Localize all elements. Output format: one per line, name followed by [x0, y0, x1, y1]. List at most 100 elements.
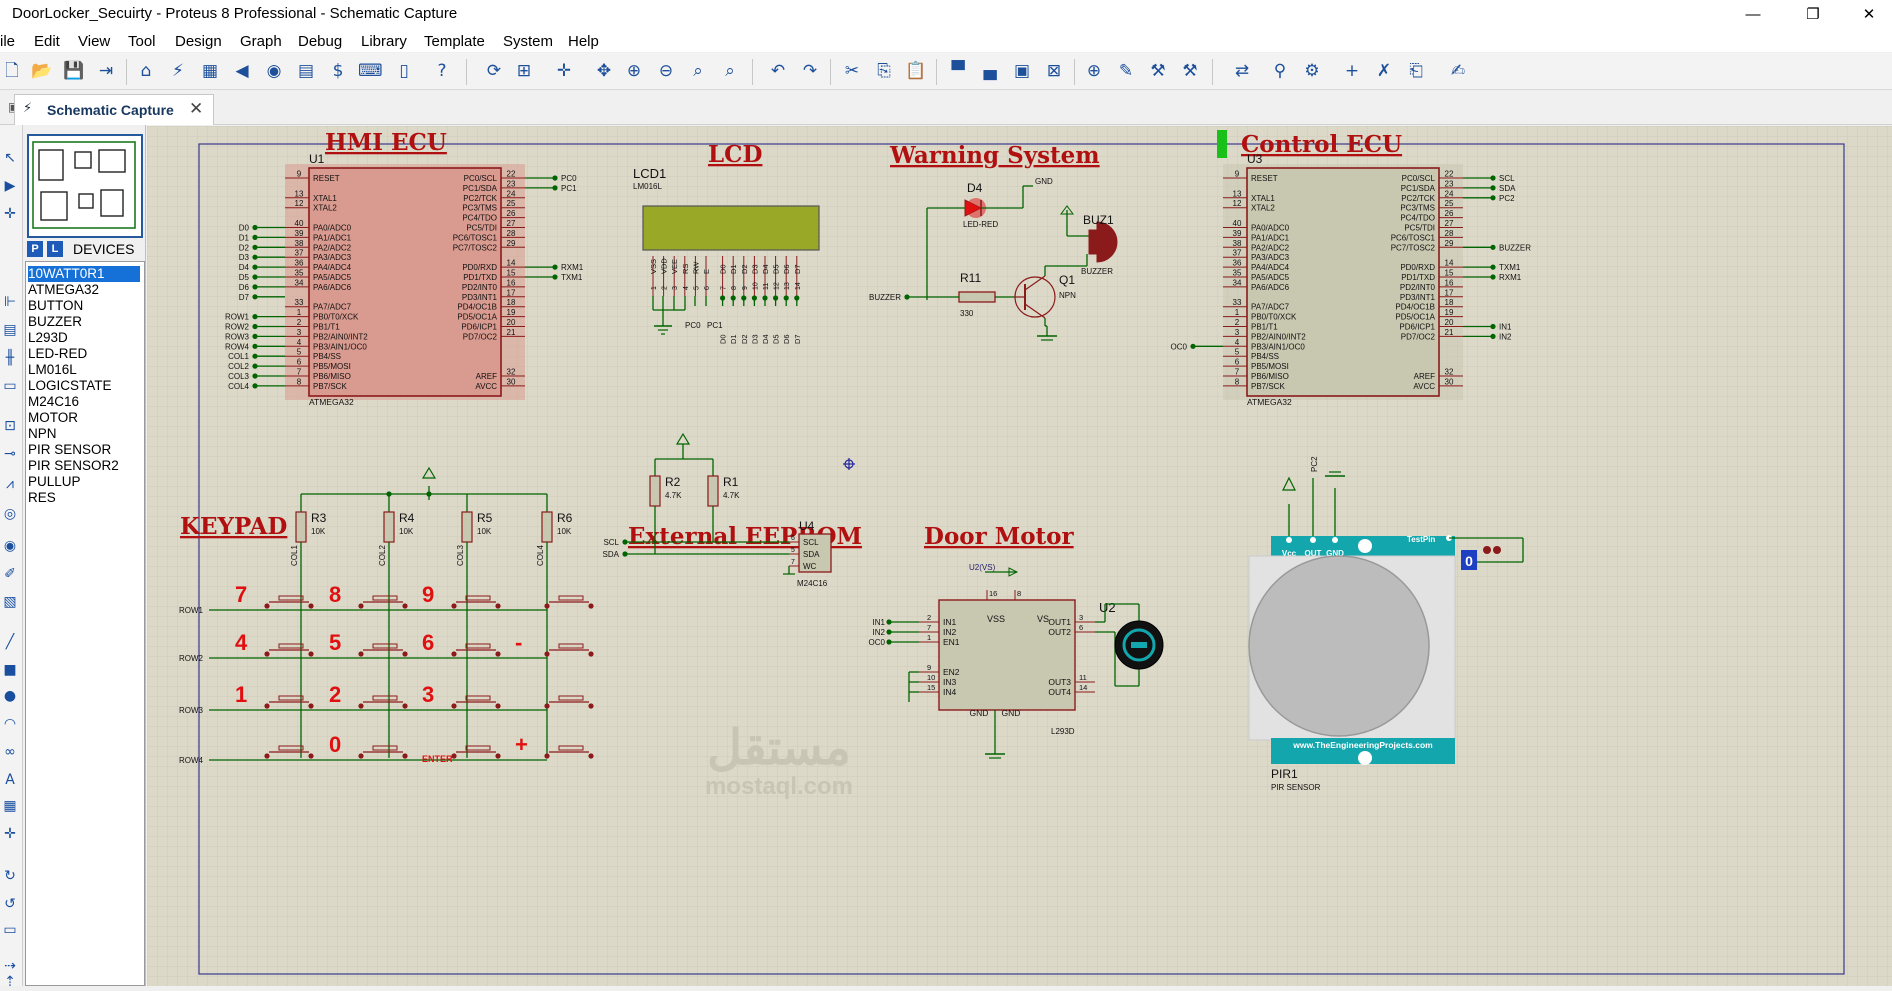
mirror-y-icon[interactable]: ⇡	[4, 974, 16, 990]
help-icon[interactable]: ?	[437, 61, 447, 81]
instrument-icon[interactable]: ▧	[3, 594, 17, 610]
new-sheet-icon[interactable]: +	[1344, 61, 1360, 81]
menu-template[interactable]: Template	[424, 33, 485, 50]
home-icon[interactable]: ⌂	[140, 61, 152, 81]
decompose-icon[interactable]: ⚒	[1182, 61, 1198, 81]
save-icon[interactable]: 💾	[63, 61, 85, 81]
device-item-m24c16[interactable]: M24C16	[28, 394, 80, 409]
paste-icon[interactable]: 📋	[905, 61, 927, 81]
zoom-all-icon[interactable]: ⌕	[693, 61, 703, 81]
pan-icon[interactable]: ✥	[596, 61, 612, 81]
device-item-motor[interactable]: MOTOR	[28, 410, 78, 425]
search-icon[interactable]: ⚲	[1273, 61, 1287, 81]
device-pin-icon[interactable]: ⊸	[4, 446, 16, 462]
device-item-res[interactable]: RES	[28, 490, 56, 505]
origin-icon[interactable]: ✛	[556, 61, 572, 81]
device-item-led-red[interactable]: LED-RED	[28, 346, 88, 361]
device-item-buzzer[interactable]: BUZZER	[28, 314, 82, 329]
junction-icon[interactable]: ✛	[4, 206, 16, 222]
tape-icon[interactable]: ◎	[3, 506, 17, 522]
report-icon[interactable]: ✍	[1450, 61, 1466, 81]
block-move-icon[interactable]: ▄	[983, 61, 997, 81]
menu-debug[interactable]: Debug	[298, 33, 343, 50]
block-delete-icon[interactable]: ⊠	[1046, 61, 1062, 81]
menu-view[interactable]: View	[78, 33, 111, 50]
exit-parent-icon[interactable]: ⎗	[1409, 61, 1423, 81]
probe-icon[interactable]: ✐	[4, 566, 16, 582]
copy-icon[interactable]: ⎘	[877, 61, 891, 81]
device-item-button[interactable]: BUTTON	[28, 298, 84, 313]
device-item-pullup[interactable]: PULLUP	[28, 474, 81, 489]
undo-icon[interactable]: ↶	[770, 61, 786, 81]
mirror-x-icon[interactable]: ⇢	[4, 958, 16, 974]
graph-icon[interactable]: ⩘	[6, 476, 14, 492]
zoom-area-icon[interactable]: ⌕	[725, 61, 735, 81]
device-item-10watt0r1[interactable]: 10WATT0R1	[28, 266, 140, 282]
maximize-button[interactable]: ❐	[1806, 6, 1820, 23]
menu-graph[interactable]: Graph	[240, 33, 282, 50]
minimize-button[interactable]: —	[1745, 6, 1761, 23]
tab-schematic-capture[interactable]: ⚡ Schematic Capture ✕	[14, 94, 214, 125]
remove-sheet-icon[interactable]: ✗	[1376, 61, 1392, 81]
arc-icon[interactable]: ◠	[3, 716, 17, 732]
cost-icon[interactable]: $	[332, 61, 344, 81]
make-device-icon[interactable]: ✎	[1118, 61, 1134, 81]
import-icon[interactable]: ⇥	[98, 61, 114, 81]
select-mode-icon[interactable]: ↖	[4, 150, 16, 166]
pcb-icon[interactable]: ▦	[201, 61, 219, 81]
marker-icon[interactable]: ✛	[4, 826, 16, 842]
overview-preview[interactable]	[27, 134, 143, 238]
device-item-logicstate[interactable]: LOGICSTATE	[28, 378, 112, 393]
menu-tool[interactable]: Tool	[128, 33, 156, 50]
block-rotate-icon[interactable]: ▣	[1013, 61, 1031, 81]
device-item-atmega32[interactable]: ATMEGA32	[28, 282, 100, 297]
box-icon[interactable]: ■	[3, 662, 17, 678]
symbol-icon[interactable]: ▦	[3, 798, 17, 814]
menu-library[interactable]: Library	[361, 33, 407, 50]
zoom-out-icon[interactable]: ⊖	[658, 61, 674, 81]
package-tool-icon[interactable]: ⚒	[1150, 61, 1166, 81]
new-file-icon[interactable]: 🗋	[5, 61, 19, 81]
zoom-in-icon[interactable]: ⊕	[626, 61, 642, 81]
bus-icon[interactable]: ╫	[5, 350, 15, 366]
redo-icon[interactable]: ↷	[802, 61, 818, 81]
document-icon[interactable]: ▯	[399, 61, 409, 81]
simulation-icon[interactable]: ◀	[235, 61, 249, 81]
cut-icon[interactable]: ✂	[844, 61, 860, 81]
wire-label-icon[interactable]: ⊩	[3, 294, 17, 310]
property-tool-icon[interactable]: ⚙	[1304, 61, 1320, 81]
subcircuit-icon[interactable]: ▭	[3, 378, 17, 394]
angle-input-icon[interactable]: ▭	[3, 922, 17, 938]
block-copy-icon[interactable]: ▀	[951, 61, 965, 81]
component-mode-icon[interactable]: ▶	[4, 178, 16, 194]
bom-icon[interactable]: ▤	[297, 61, 315, 81]
pick-devices-button[interactable]: P	[27, 241, 43, 257]
pin-icon[interactable]: ▣	[8, 100, 19, 114]
terminal-icon[interactable]: ⊡	[4, 418, 16, 434]
menu-file[interactable]: ile	[0, 33, 16, 50]
menu-edit[interactable]: Edit	[34, 33, 60, 50]
open-folder-icon[interactable]: 📂	[31, 61, 53, 81]
pick-device-icon[interactable]: ⊕	[1086, 61, 1102, 81]
menu-design[interactable]: Design	[175, 33, 222, 50]
text-script-icon[interactable]: ▤	[3, 322, 17, 338]
grid-icon[interactable]: ⊞	[516, 61, 532, 81]
close-window-button[interactable]: ✕	[1862, 6, 1876, 23]
library-manager-button[interactable]: L	[47, 241, 63, 257]
gallery-icon[interactable]: ◉	[266, 61, 282, 81]
line-icon[interactable]: ╱	[5, 634, 15, 650]
generator-icon[interactable]: ◉	[3, 538, 17, 554]
device-item-pir-sensor[interactable]: PIR SENSOR	[28, 442, 112, 457]
tab-close-icon[interactable]: ✕	[189, 99, 204, 119]
path-icon[interactable]: ∞	[4, 744, 16, 760]
text-icon[interactable]: A	[5, 772, 15, 788]
device-item-l293d[interactable]: L293D	[28, 330, 68, 345]
menu-system[interactable]: System	[503, 33, 554, 50]
rotate-cw-icon[interactable]: ↻	[4, 868, 16, 884]
rotate-ccw-icon[interactable]: ↺	[4, 896, 16, 912]
device-item-pir-sensor2[interactable]: PIR SENSOR2	[28, 458, 119, 473]
schematic-icon[interactable]: ⚡	[172, 61, 184, 81]
source-code-icon[interactable]: ⌨	[358, 61, 383, 81]
device-item-npn[interactable]: NPN	[28, 426, 57, 441]
